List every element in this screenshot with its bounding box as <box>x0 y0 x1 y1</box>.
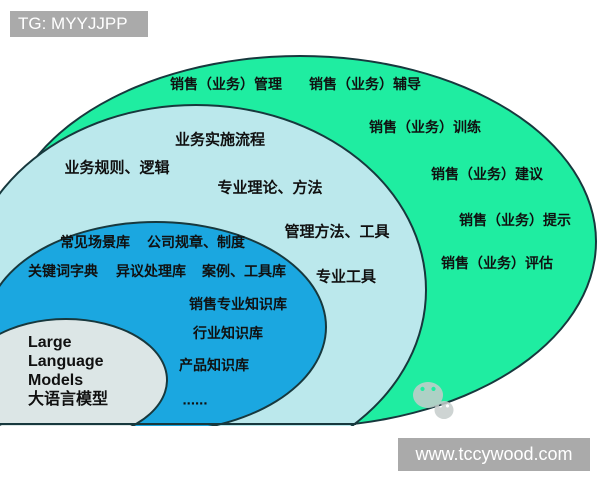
footer-badge: www.tccywood.com <box>398 438 590 471</box>
label-sales-advice: 销售（业务）建议 <box>431 166 543 182</box>
label-keyword-dictionary: 关键词字典 <box>28 263 98 279</box>
core-llm-line: Large <box>28 334 72 351</box>
label-sales-management: 销售（业务）管理 <box>170 76 282 92</box>
label-business-rules: 业务规则、逻辑 <box>64 159 170 177</box>
label-industry-knowledge-base: 行业知识库 <box>193 325 263 341</box>
label-company-rules: 公司规章、制度 <box>147 234 245 250</box>
label-case-tool-library: 案例、工具库 <box>202 263 286 279</box>
label-product-knowledge-base: 产品知识库 <box>179 357 249 373</box>
label-sales-prompt: 销售（业务）提示 <box>459 212 571 228</box>
label-objection-library: 异议处理库 <box>116 263 186 279</box>
label-sales-evaluation: 销售（业务）评估 <box>441 255 553 271</box>
core-llm-text: Large Language Models 大语言模型 <box>28 333 108 409</box>
label-professional-tools: 专业工具 <box>315 268 377 286</box>
label-implementation-flow: 业务实施流程 <box>174 131 266 149</box>
header-badge: TG: MYYJJPP <box>10 11 148 37</box>
core-llm-line: 大语言模型 <box>28 391 109 408</box>
wechat-icon <box>413 382 454 419</box>
header-badge-text: TG: MYYJJPP <box>18 14 128 33</box>
label-sales-training: 销售（业务）训练 <box>369 119 481 135</box>
label-ellipsis: ...... <box>182 391 208 409</box>
label-scenario-library: 常见场景库 <box>60 234 130 250</box>
label-sales-knowledge-base: 销售专业知识库 <box>189 296 287 312</box>
footer-badge-text: www.tccywood.com <box>415 444 573 464</box>
core-llm-line: Language <box>28 353 104 370</box>
label-sales-coaching: 销售（业务）辅导 <box>309 76 421 92</box>
layered-ellipse-diagram: 销售（业务）管理 销售（业务）辅导 销售（业务）训练 销售（业务）建议 销售（业… <box>0 55 597 426</box>
diagram-baseline <box>0 423 356 425</box>
label-management-tools: 管理方法、工具 <box>284 223 390 241</box>
core-llm-line: Models <box>28 372 84 389</box>
label-theory-methods: 专业理论、方法 <box>217 179 323 197</box>
